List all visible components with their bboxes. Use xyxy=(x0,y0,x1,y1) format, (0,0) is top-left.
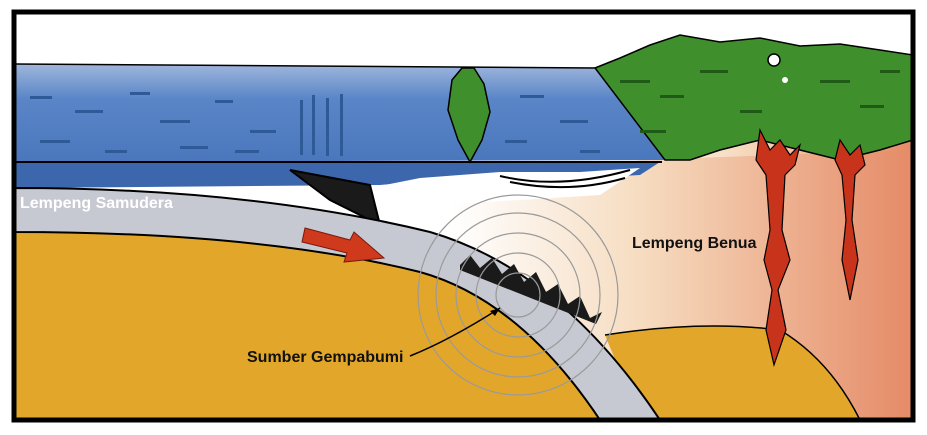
fault-line xyxy=(460,255,602,324)
volcanic-magma-conduit xyxy=(755,127,866,368)
ocean-texture xyxy=(30,92,600,156)
island-vegetation xyxy=(447,67,491,164)
plate-motion-arrow xyxy=(301,227,386,263)
label-oceanic-plate: Lempeng Samudera xyxy=(20,195,173,212)
ocean-water xyxy=(14,64,665,162)
label-earthquake-source: Sumber Gempabumi xyxy=(247,349,403,366)
seismic-wave-rings xyxy=(417,194,619,396)
mantle xyxy=(14,232,600,420)
label-continental-plate: Lempeng Benua xyxy=(632,235,757,252)
oceanic-plate xyxy=(14,186,662,420)
continental-vegetation xyxy=(593,34,913,161)
diagram-frame xyxy=(11,9,916,423)
earthquake-source-pointer xyxy=(409,307,501,357)
